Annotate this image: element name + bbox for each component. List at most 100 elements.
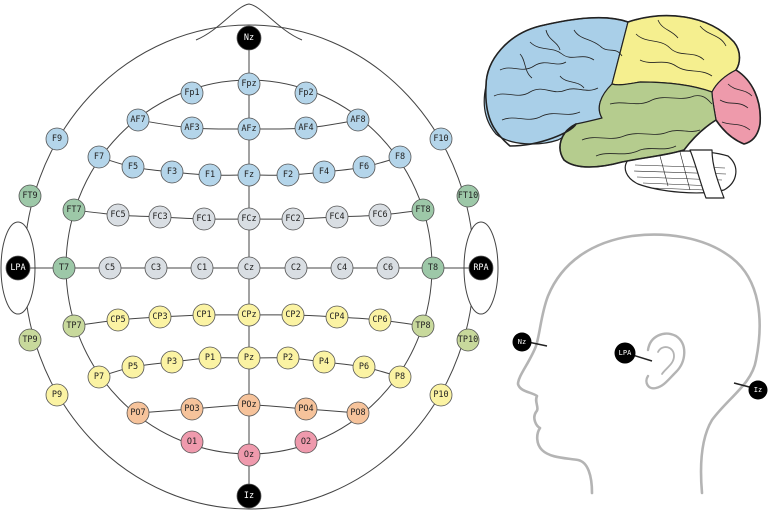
electrode-marker — [198, 163, 222, 187]
electrode-marker — [325, 305, 349, 329]
electrode-marker — [148, 305, 172, 329]
electrode-label: RPA — [473, 263, 488, 273]
electrode-label: Cz — [244, 263, 254, 273]
electrode-label: PO8 — [350, 408, 365, 418]
occipital-lobe — [711, 69, 761, 145]
electrode-label: P2 — [283, 353, 293, 363]
electrode-cpz: CPz — [237, 303, 261, 327]
electrode-marker — [346, 401, 370, 425]
electrode-marker — [237, 346, 261, 370]
electrode-label: F6 — [359, 162, 369, 172]
electrode-marker — [106, 203, 130, 227]
electrode-marker — [180, 430, 204, 454]
electrode-marker — [294, 397, 318, 421]
electrode-marker — [126, 108, 150, 132]
electrode-marker — [468, 255, 494, 281]
electrode-po4: PO4 — [294, 397, 318, 421]
electrode-marker — [121, 355, 145, 379]
electrode-label: AF4 — [298, 123, 313, 133]
electrode-label: C4 — [337, 263, 347, 273]
electrode-f9: F9 — [45, 127, 69, 151]
electrode-tp7: TP7 — [62, 314, 86, 338]
electrode-label: Fp2 — [298, 88, 313, 98]
electrode-fc3: FC3 — [148, 205, 172, 229]
electrode-f10: F10 — [429, 127, 453, 151]
electrode-label: P3 — [167, 357, 177, 367]
side-lpa-marker: LPA — [614, 342, 636, 364]
electrode-label: P4 — [319, 357, 329, 367]
electrode-label: AFz — [241, 124, 256, 134]
electrode-tp8: TP8 — [411, 314, 435, 338]
electrode-fcz: FCz — [237, 207, 261, 231]
electrode-p4: P4 — [312, 350, 336, 374]
electrode-marker — [376, 256, 400, 280]
side-iz-marker: Iz — [748, 380, 768, 400]
electrode-f8: F8 — [388, 145, 412, 169]
electrode-label: CP4 — [329, 312, 344, 322]
side-ear-outline — [645, 332, 686, 390]
electrode-marker — [98, 256, 122, 280]
electrode-label: AF7 — [130, 115, 145, 125]
electrode-marker — [236, 483, 262, 509]
electrode-f4: F4 — [312, 160, 336, 184]
electrode-marker — [456, 184, 480, 208]
electrode-label: POz — [241, 400, 256, 410]
electrode-marker — [45, 383, 69, 407]
electrode-label: CP1 — [196, 310, 211, 320]
electrode-po7: PO7 — [126, 401, 150, 425]
electrode-rpa: RPA — [468, 255, 494, 281]
electrode-marker — [18, 328, 42, 352]
electrode-marker — [62, 198, 86, 222]
electrode-marker — [281, 207, 305, 231]
electrode-label: C5 — [105, 263, 115, 273]
electrode-o1: O1 — [180, 430, 204, 454]
electrode-marker — [429, 127, 453, 151]
electrode-t7: T7 — [52, 256, 76, 280]
electrode-marker — [5, 255, 31, 281]
electrode-label: FT8 — [415, 205, 430, 215]
electrode-marker — [284, 256, 308, 280]
electrode-ft10: FT10 — [456, 184, 480, 208]
electrode-marker — [18, 184, 42, 208]
electrode-label: P9 — [52, 390, 62, 400]
electrode-cp6: CP6 — [368, 308, 392, 332]
electrode-fc5: FC5 — [106, 203, 130, 227]
electrode-label: Oz — [244, 450, 254, 460]
electrode-label: Fz — [244, 170, 254, 180]
electrode-label: O2 — [301, 437, 311, 447]
electrode-marker — [237, 443, 261, 467]
electrode-marker — [237, 256, 261, 280]
electrode-label: CP2 — [285, 310, 300, 320]
electrode-label: CP6 — [372, 315, 387, 325]
electrode-label: F7 — [94, 152, 104, 162]
electrode-iz: Iz — [236, 483, 262, 509]
electrode-marker — [276, 163, 300, 187]
electrode-label: F5 — [128, 162, 138, 172]
electrode-marker — [190, 256, 214, 280]
electrode-f5: F5 — [121, 155, 145, 179]
electrode-marker — [346, 108, 370, 132]
electrode-marker — [325, 205, 349, 229]
electrode-marker — [456, 328, 480, 352]
electrode-label: FC1 — [196, 214, 211, 224]
electrode-label: TP10 — [458, 335, 478, 345]
electrode-pz: Pz — [237, 346, 261, 370]
electrode-label: CP3 — [152, 312, 167, 322]
electrode-marker — [45, 127, 69, 151]
electrode-marker — [294, 116, 318, 140]
electrode-fc4: FC4 — [325, 205, 349, 229]
electrode-f6: F6 — [352, 155, 376, 179]
electrode-p9: P9 — [45, 383, 69, 407]
electrode-c4: C4 — [330, 256, 354, 280]
electrode-cp3: CP3 — [148, 305, 172, 329]
electrode-label: P7 — [94, 372, 104, 382]
electrode-c6: C6 — [376, 256, 400, 280]
electrode-label: CP5 — [110, 315, 125, 325]
electrode-label: F10 — [433, 134, 448, 144]
electrode-label: P5 — [128, 362, 138, 372]
electrode-marker — [237, 72, 261, 96]
electrode-label: P6 — [359, 362, 369, 372]
electrode-label: FC4 — [329, 212, 344, 222]
